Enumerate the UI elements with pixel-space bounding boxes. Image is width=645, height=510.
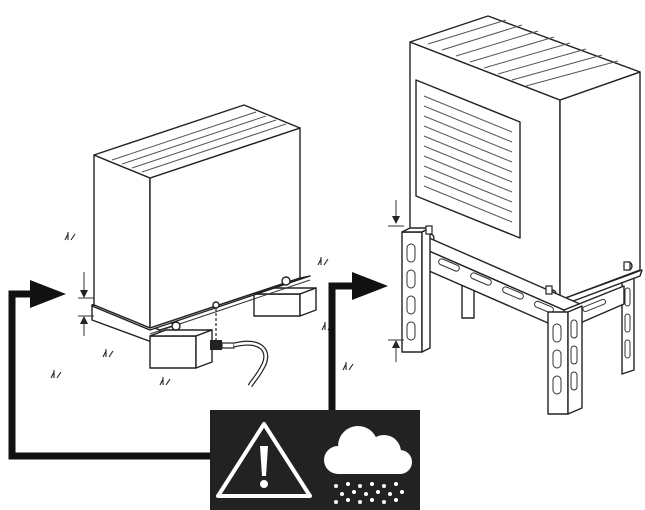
- arrow-head-left: [30, 280, 66, 308]
- flow-arrows: [8, 272, 388, 460]
- fan-grille: [415, 79, 521, 239]
- warning-weather-panel: [210, 410, 420, 510]
- clearance-marker-right: [388, 200, 404, 362]
- stand-leg-front-left: [401, 227, 431, 353]
- clearance-marker-left: [78, 272, 94, 336]
- warning-triangle-icon: [216, 422, 312, 498]
- ground-mounted-unit: [50, 104, 354, 388]
- drain-hose: [210, 308, 269, 388]
- stand-mounted-unit: [388, 15, 643, 415]
- stand-leg-front-right: [547, 305, 583, 415]
- outdoor-unit-right: [407, 15, 643, 307]
- snow-cloud-icon: [324, 426, 412, 504]
- support-block-rear: [253, 287, 317, 317]
- arrow-head-right: [352, 272, 388, 300]
- outdoor-unit-left: [91, 104, 311, 335]
- mounting-stand: [401, 225, 631, 415]
